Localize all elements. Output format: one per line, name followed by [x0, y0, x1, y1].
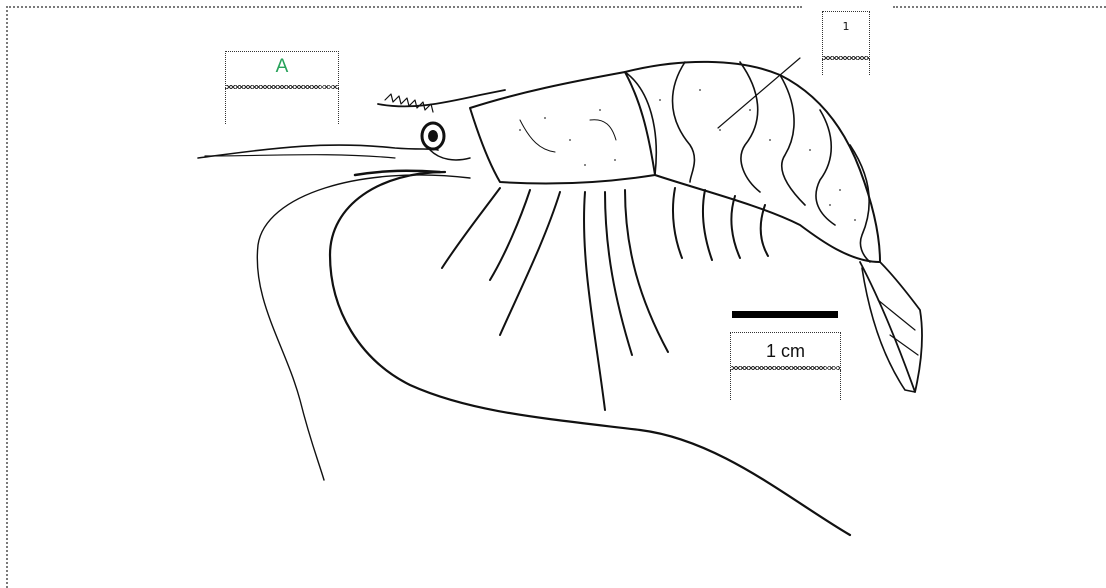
pleopod-1 [673, 188, 682, 258]
pleopod-4 [761, 205, 768, 256]
segment-3 [740, 62, 760, 192]
telson [860, 262, 922, 392]
segment-6 [850, 145, 870, 262]
segment-4 [780, 75, 805, 205]
carapace-groove [520, 120, 555, 152]
label-one-box: 1 [822, 11, 870, 59]
carapace [470, 72, 655, 184]
label-one: 1 [823, 12, 869, 42]
segment-5 [816, 110, 835, 225]
uropod [862, 268, 915, 392]
label-a: A [226, 52, 338, 82]
carapace-groove-2 [590, 120, 616, 140]
segment-2 [673, 62, 695, 182]
stipple [519, 89, 856, 221]
leg-3 [500, 192, 560, 335]
leg-1 [442, 188, 500, 268]
pleopod-2 [703, 190, 712, 260]
scale-bar [732, 311, 838, 318]
scale-label-box: 1 cm [730, 332, 841, 370]
leg-5 [605, 192, 632, 355]
antennule-lower [205, 155, 395, 158]
eyestalk [430, 150, 470, 160]
rostrum-teeth [385, 94, 433, 112]
leg-2 [490, 190, 530, 280]
antenna-outer [257, 175, 470, 480]
abdomen-outline [625, 62, 880, 262]
leg-6 [625, 190, 668, 352]
pleopod-3 [731, 196, 740, 258]
eye-inner [428, 130, 438, 142]
leg-4 [584, 192, 605, 410]
scale-label: 1 cm [731, 333, 840, 369]
label-a-box: A [225, 51, 339, 88]
